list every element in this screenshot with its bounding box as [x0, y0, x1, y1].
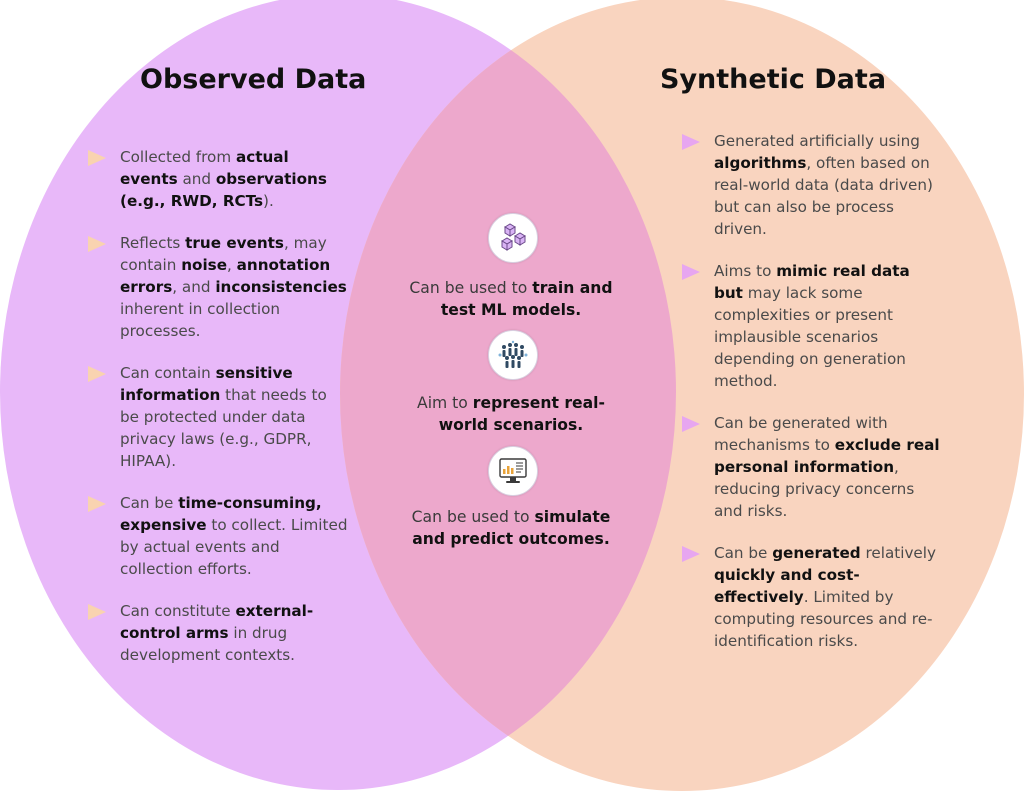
text-segment: Aim to [417, 394, 473, 412]
emphasis-text: exclude real personal information [714, 436, 940, 476]
text-segment: that needs to be protected under data pr… [120, 386, 327, 470]
people-crowd-icon [488, 330, 538, 380]
emphasis-text: time-consuming, expensive [120, 494, 322, 534]
text-segment: Collected from [120, 148, 236, 166]
item-text: Generated artificially using algorithms,… [714, 132, 933, 238]
text-segment: , reducing privacy concerns and risks. [714, 458, 915, 520]
synthetic-data-item: Can be generated with mechanisms to excl… [680, 412, 942, 522]
text-segment: , may contain [120, 234, 327, 274]
item-text: Can be time-consuming, expensive to coll… [120, 494, 347, 578]
item-text: Reflects true events, may contain noise,… [120, 234, 347, 340]
arrow-bullet-icon [88, 236, 106, 252]
text-segment: Can contain [120, 364, 216, 382]
text-segment: may lack some complexities or present im… [714, 284, 906, 390]
emphasis-text: noise [181, 256, 227, 274]
text-segment: Generated artificially using [714, 132, 920, 150]
arrow-bullet-icon [88, 150, 106, 166]
emphasis-text: represent real-world scenarios. [438, 394, 605, 434]
item-text: Can constitute external-control arms in … [120, 602, 313, 664]
emphasis-text: algorithms [714, 154, 807, 172]
text-segment: , often based on real-world data (data d… [714, 154, 933, 238]
emphasis-text: observations (e.g., RWD, RCTs [120, 170, 327, 210]
overlap-region [340, 0, 676, 790]
observed-data-item: Can constitute external-control arms in … [86, 600, 348, 666]
text-segment: , [227, 256, 237, 274]
synthetic-data-item: Aims to mimic real data but may lack som… [680, 260, 942, 392]
arrow-bullet-icon [682, 416, 700, 432]
item-text: Aims to mimic real data but may lack som… [714, 262, 910, 390]
emphasis-text: generated [772, 544, 861, 562]
synthetic-data-title: Synthetic Data [660, 64, 887, 95]
analytics-monitor-icon [488, 446, 538, 496]
text-segment: Can be generated with mechanisms to [714, 414, 888, 454]
text-segment: . Limited by computing resources and re-… [714, 588, 933, 650]
synthetic-data-item: Generated artificially using algorithms,… [680, 130, 942, 240]
shared-use-real-world-scenarios: Aim to represent real-world scenarios. [398, 392, 624, 436]
emphasis-text: actual events [120, 148, 289, 188]
text-segment: inherent in collection processes. [120, 300, 281, 340]
item-text: Collected from actual events and observa… [120, 148, 327, 210]
item-text: Can be generated with mechanisms to excl… [714, 414, 940, 520]
item-text: Can be generated relatively quickly and … [714, 544, 936, 650]
observed-data-item: Can be time-consuming, expensive to coll… [86, 492, 348, 580]
text-segment: , and [172, 278, 216, 296]
text-segment: and [177, 170, 216, 188]
emphasis-text: true events [185, 234, 284, 252]
emphasis-text: simulate and predict outcomes. [412, 508, 611, 548]
arrow-bullet-icon [682, 264, 700, 280]
text-segment: Can be used to [411, 508, 535, 526]
text-segment: in drug development contexts. [120, 624, 295, 664]
emphasis-text: annotation errors [120, 256, 331, 296]
emphasis-text: train and test ML models. [440, 279, 613, 319]
observed-data-item: Reflects true events, may contain noise,… [86, 232, 348, 342]
item-text: Can contain sensitive information that n… [120, 364, 327, 470]
shared-use-ml-models: Can be used to train and test ML models. [398, 277, 624, 321]
synthetic-data-list: Generated artificially using algorithms,… [680, 130, 942, 672]
text-segment: Reflects [120, 234, 186, 252]
text-segment: to collect. Limited by actual events and… [120, 516, 348, 578]
synthetic-data-item: Can be generated relatively quickly and … [680, 542, 942, 652]
text-segment: ). [263, 192, 274, 210]
text-segment: Aims to [714, 262, 777, 280]
observed-data-item: Can contain sensitive information that n… [86, 362, 348, 472]
emphasis-text: external-control arms [120, 602, 314, 642]
blocks-network-icon [488, 213, 538, 263]
arrow-bullet-icon [682, 134, 700, 150]
observed-data-item: Collected from actual events and observa… [86, 146, 348, 212]
text-segment: Can be [120, 494, 179, 512]
arrow-bullet-icon [88, 604, 106, 620]
emphasis-text: sensitive information [120, 364, 293, 404]
shared-use-simulate-predict: Can be used to simulate and predict outc… [398, 506, 624, 550]
emphasis-text: mimic real data but [714, 262, 910, 302]
text-segment: Can be used to [409, 279, 533, 297]
text-segment: relatively [860, 544, 936, 562]
text-segment: Can constitute [120, 602, 236, 620]
arrow-bullet-icon [88, 366, 106, 382]
observed-data-list: Collected from actual events and observa… [86, 146, 348, 686]
arrow-bullet-icon [682, 546, 700, 562]
arrow-bullet-icon [88, 496, 106, 512]
observed-data-title: Observed Data [140, 64, 367, 95]
text-segment: Can be [714, 544, 773, 562]
emphasis-text: quickly and cost-effectively [714, 566, 860, 606]
emphasis-text: inconsistencies [215, 278, 347, 296]
